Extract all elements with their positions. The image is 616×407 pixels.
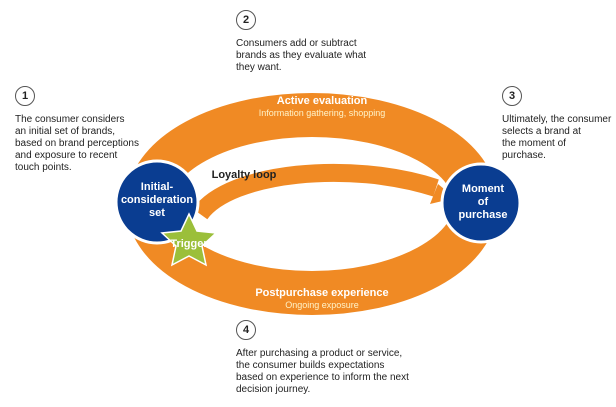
moment-label-line-2: of <box>478 196 489 208</box>
moment-of-purchase-node <box>440 162 522 244</box>
moment-label-line-3: purchase <box>459 209 508 221</box>
initial-label-line-2: consideration <box>121 194 193 206</box>
step-2-number: 2 <box>236 10 256 30</box>
active-evaluation-subtitle: Information gathering, shopping <box>259 108 386 118</box>
initial-consideration-node <box>114 159 200 245</box>
initial-label-line-3: set <box>149 207 165 219</box>
step-4-text: After purchasing a product or service, t… <box>236 348 409 395</box>
trigger-star-icon <box>160 212 218 267</box>
step-1-text: The consumer considers an initial set of… <box>15 114 139 173</box>
step-3: 3 Ultimately, the consumer selects a bra… <box>502 86 612 162</box>
postpurchase-title: Postpurchase experience <box>255 287 388 299</box>
active-evaluation-title: Active evaluation <box>277 95 368 107</box>
step-2: 2 Consumers add or subtract brands as th… <box>236 10 416 74</box>
step-1: 1 The consumer considers an initial set … <box>15 86 165 174</box>
initial-label-line-1: Initial- <box>141 181 174 193</box>
trigger-label: Trigger <box>170 238 208 250</box>
step-1-number: 1 <box>15 86 35 106</box>
postpurchase-subtitle: Ongoing exposure <box>285 300 359 310</box>
step-4: 4 After purchasing a product or service,… <box>236 320 436 396</box>
step-2-text: Consumers add or subtract brands as they… <box>236 38 367 73</box>
step-4-number: 4 <box>236 320 256 340</box>
loyalty-loop-label: Loyalty loop <box>212 169 277 181</box>
moment-label-line-1: Moment <box>462 183 505 195</box>
loyalty-arc <box>192 163 439 220</box>
step-3-number: 3 <box>502 86 522 106</box>
step-3-text: Ultimately, the consumer selects a brand… <box>502 114 612 161</box>
